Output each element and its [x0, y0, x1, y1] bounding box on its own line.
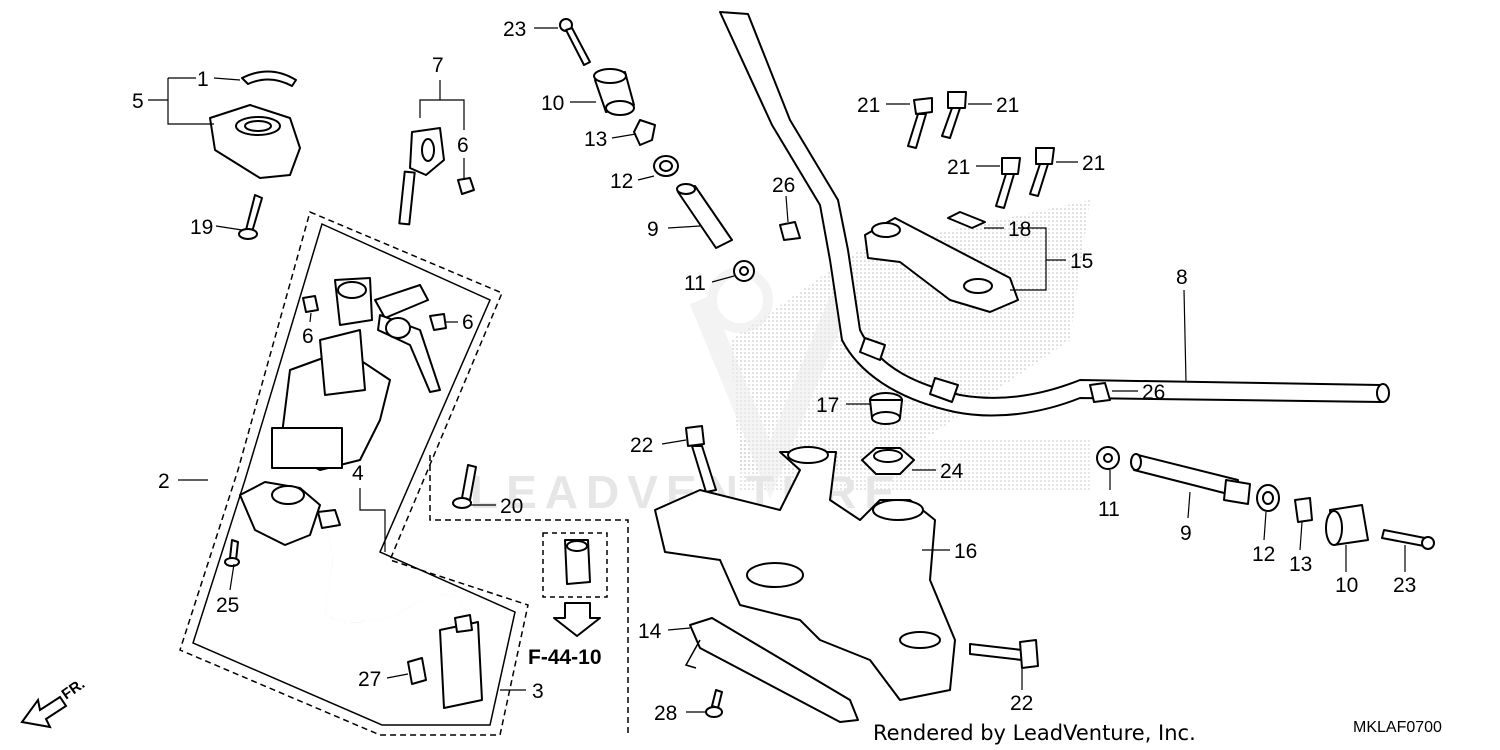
credit-text: Rendered by LeadVenture, Inc.: [873, 721, 1196, 745]
callout-27[interactable]: 27: [358, 668, 381, 691]
callout-labels: 1 5 19 7 6 6 6 2 4 20 25 27 3 23 10 13 1…: [132, 18, 1416, 725]
callout-22-upper[interactable]: 22: [630, 434, 653, 457]
weight-part-10-top: [593, 68, 635, 116]
callout-21-c[interactable]: 21: [947, 156, 970, 179]
clip-part-13-right: [1294, 497, 1313, 523]
front-direction-arrow-icon: [20, 695, 68, 729]
collar-part-12-right: [1256, 484, 1280, 512]
callout-23-right[interactable]: 23: [1393, 574, 1416, 597]
ignition-assembly-outline: [179, 210, 529, 736]
callout-16[interactable]: 16: [954, 540, 977, 563]
callout-26-right[interactable]: 26: [1142, 381, 1165, 404]
callout-8[interactable]: 8: [1176, 266, 1188, 289]
callout-6-left[interactable]: 6: [302, 325, 314, 348]
callout-1[interactable]: 1: [197, 68, 209, 91]
callout-28[interactable]: 28: [654, 702, 677, 725]
callout-17[interactable]: 17: [816, 394, 839, 417]
callout-21-b[interactable]: 21: [996, 94, 1019, 117]
plate-part-18: [947, 211, 986, 229]
screw-part-20: [452, 464, 477, 509]
bolt-part-21-a: [907, 97, 933, 149]
callout-19[interactable]: 19: [190, 216, 213, 239]
clip-part-27: [407, 657, 427, 685]
callout-18[interactable]: 18: [1008, 218, 1031, 241]
callout-25[interactable]: 25: [216, 594, 239, 617]
bolt-part-21-b: [941, 91, 967, 139]
handlebar-part-8: [719, 11, 1390, 417]
callout-4[interactable]: 4: [352, 462, 364, 485]
bolt-part-22-lower: [969, 639, 1039, 669]
callout-10-right[interactable]: 10: [1335, 574, 1358, 597]
nut-part-11-right: [1096, 446, 1120, 470]
reference-label[interactable]: F-44-10: [528, 646, 602, 669]
callout-9-top[interactable]: 9: [647, 218, 659, 241]
callout-13-right[interactable]: 13: [1289, 553, 1312, 576]
shaft-part-9-right: [1130, 453, 1251, 505]
screw-part-23-right: [1381, 529, 1435, 550]
callout-2[interactable]: 2: [158, 470, 170, 493]
callout-12-right[interactable]: 12: [1252, 543, 1275, 566]
screw-part-19: [238, 194, 263, 240]
callout-6-key[interactable]: 6: [457, 134, 469, 157]
upper-holder-part-15: [864, 217, 1019, 313]
callout-3[interactable]: 3: [532, 680, 544, 703]
callout-14[interactable]: 14: [638, 620, 662, 643]
callout-24[interactable]: 24: [940, 460, 964, 483]
callout-21-d[interactable]: 21: [1082, 152, 1105, 175]
callout-26-top[interactable]: 26: [772, 174, 795, 197]
nut-part-11-top: [733, 260, 755, 282]
nut-part-26-right: [1089, 382, 1111, 403]
screw-part-28: [705, 689, 723, 718]
bolt-part-22-upper: [685, 425, 717, 493]
circlip-part-1: [241, 70, 297, 87]
clip-part-13-top: [633, 119, 656, 146]
switch-harness-part-4: [239, 481, 465, 626]
key-part-7: [398, 127, 445, 226]
nut-part-24: [861, 447, 915, 475]
callout-21-a[interactable]: 21: [857, 94, 880, 117]
arrow-down-icon: [553, 602, 601, 637]
callout-12-top[interactable]: 12: [610, 170, 633, 193]
callout-6-right[interactable]: 6: [462, 311, 474, 334]
diagram-code: MKLAF0700: [1353, 719, 1442, 736]
callout-10-top[interactable]: 10: [541, 92, 564, 115]
nut-part-6-left: [302, 295, 319, 313]
weight-part-10-right: [1325, 504, 1369, 546]
connector-part-3: [439, 614, 483, 709]
callout-23-top[interactable]: 23: [503, 18, 526, 41]
callout-15[interactable]: 15: [1070, 250, 1093, 273]
callout-5[interactable]: 5: [132, 90, 144, 113]
ignition-switch-part-2: [271, 277, 441, 471]
callout-20[interactable]: 20: [500, 495, 523, 518]
ignition-assembly-inner-outline: [192, 222, 516, 726]
shaft-part-9-top: [676, 183, 733, 249]
bolt-part-21-c: [995, 157, 1021, 209]
nut-part-6-top: [457, 177, 475, 195]
reference-inset: [429, 455, 629, 735]
nut-part-6-right: [429, 313, 447, 331]
callout-22-lower[interactable]: 22: [1010, 692, 1033, 715]
cap-part-17: [869, 392, 903, 425]
callout-7[interactable]: 7: [432, 54, 444, 77]
callout-11-right[interactable]: 11: [1098, 498, 1120, 521]
callout-11-top[interactable]: 11: [684, 272, 706, 295]
screw-part-23-top: [559, 18, 591, 66]
leader-lines: [148, 27, 1406, 713]
screw-part-25: [224, 539, 240, 567]
lock-cover-part-5: [209, 104, 301, 179]
callout-13-top[interactable]: 13: [584, 128, 607, 151]
bracket-part-14: [684, 617, 859, 723]
bolt-part-21-d: [1029, 147, 1055, 197]
nut-part-26-top: [779, 221, 801, 241]
front-direction-label: FR.: [59, 675, 89, 703]
callout-9-right[interactable]: 9: [1180, 522, 1192, 545]
collar-part-12-top: [653, 155, 679, 177]
